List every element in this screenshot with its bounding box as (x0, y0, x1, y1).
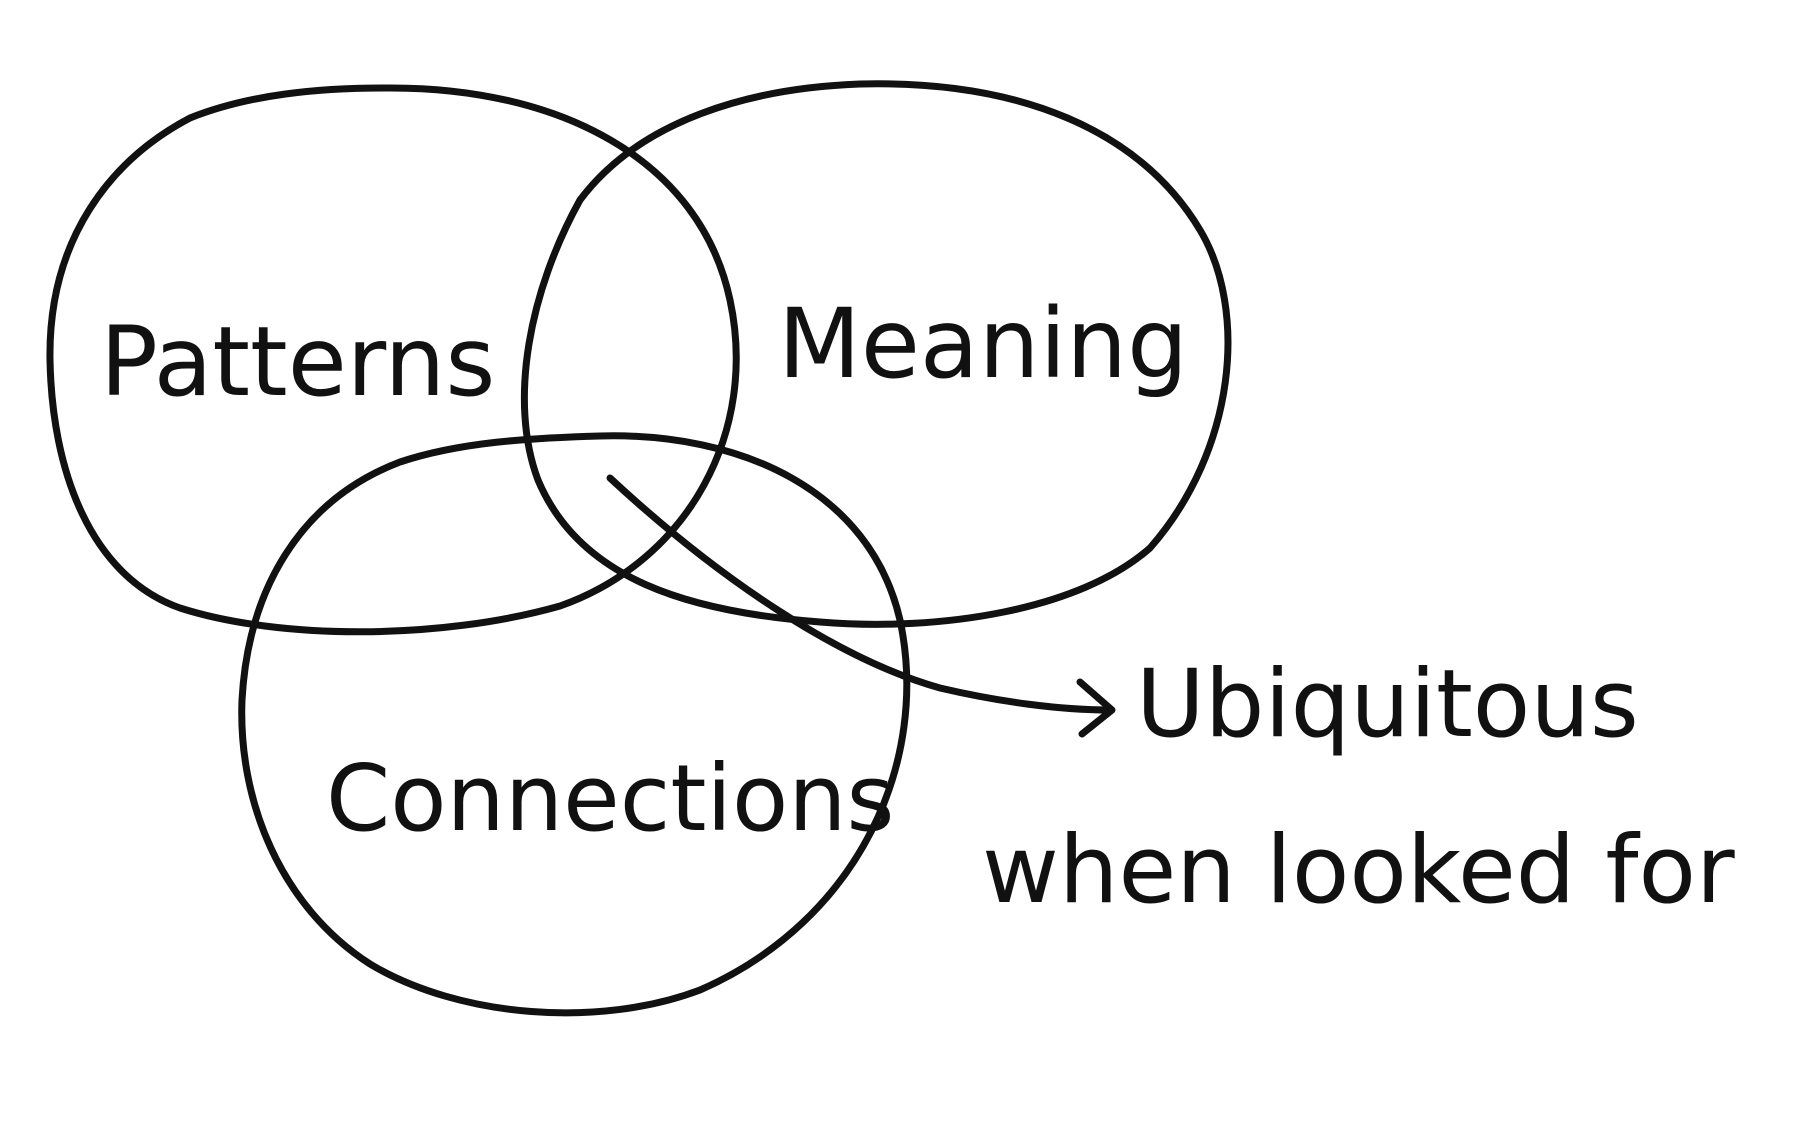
meaning-circle (520, 80, 1232, 628)
callout-arrow-line (606, 474, 1114, 714)
callout-text-line-1: Ubiquitous (1136, 650, 1639, 759)
meaning-label: Meaning (778, 288, 1188, 400)
ink-group (46, 80, 1232, 1017)
connections-label: Connections (326, 745, 895, 852)
patterns-label: Patterns (100, 306, 495, 418)
callout-arrowhead (1076, 678, 1116, 738)
callout-text-line-2: when looked for (982, 816, 1735, 925)
connections-circle (238, 432, 911, 1017)
patterns-circle (46, 84, 740, 636)
